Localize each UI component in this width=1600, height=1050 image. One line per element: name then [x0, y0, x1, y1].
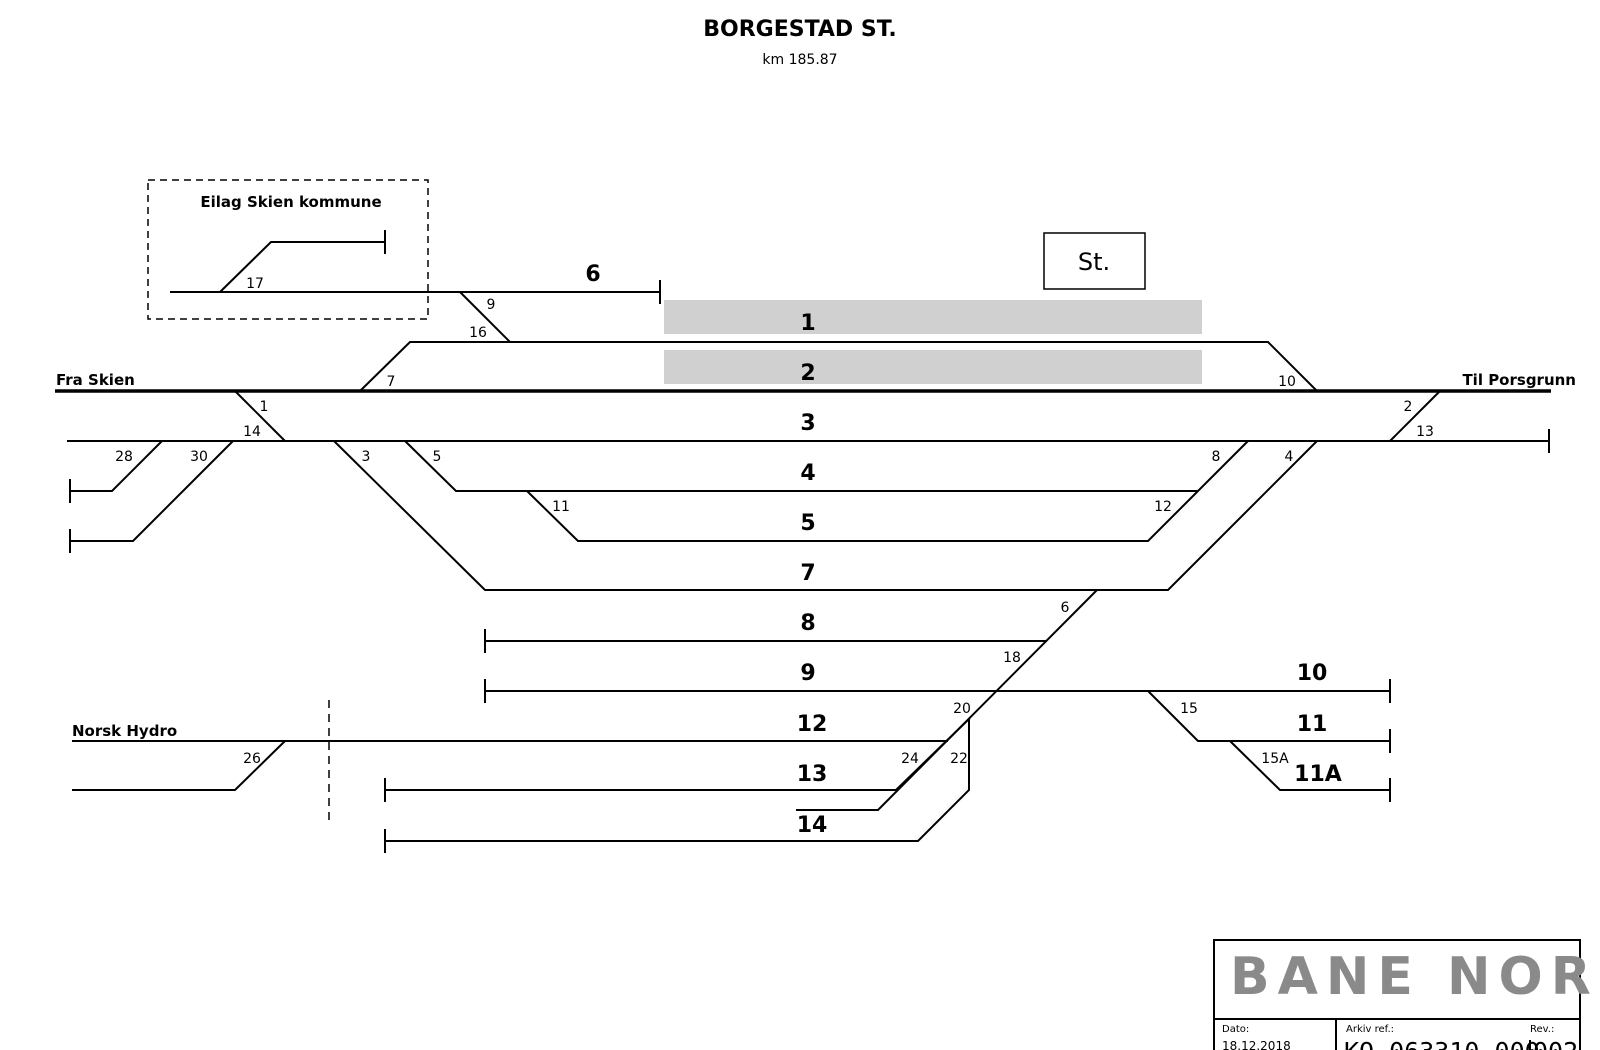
bane-nor-logo: BANE NOR [1230, 947, 1599, 1007]
track-4-line [404, 440, 1249, 492]
track-label: 4 [800, 461, 815, 486]
switch-label: 24 [901, 751, 919, 767]
switch-label: 16 [469, 325, 487, 341]
arkiv-value: KO-063310-000 [1344, 1037, 1540, 1050]
track-lines [67, 230, 1550, 853]
track-5-line [526, 490, 1199, 542]
date-label: Dato: [1222, 1024, 1249, 1035]
arkiv-label: Arkiv ref.: [1346, 1024, 1394, 1035]
label-til-porsgrunn: Til Porsgrunn [1462, 371, 1576, 389]
switch-label: 17 [246, 276, 264, 292]
station-title: BORGESTAD ST. [703, 17, 896, 42]
switch-2-13 [1389, 390, 1441, 442]
switch-label: 7 [387, 374, 396, 390]
switch-label: 14 [243, 424, 261, 440]
track-label: 7 [800, 561, 815, 586]
eilag-box [147, 179, 429, 320]
switch-label: 3 [362, 449, 371, 465]
date-value: 18.12.2018 [1222, 1039, 1291, 1050]
track-11-line [1147, 690, 1390, 742]
track-14-line [385, 718, 970, 842]
switch-label: 6 [1061, 600, 1070, 616]
switch-label: 2 [1404, 399, 1413, 415]
track-13-line [385, 717, 971, 791]
track-11a-line [1229, 740, 1390, 791]
platform-track-1 [664, 300, 1202, 334]
switch-label: 5 [433, 449, 442, 465]
switch-label: 18 [1003, 650, 1021, 666]
switch-label: 28 [115, 449, 133, 465]
track-label: 3 [800, 411, 815, 436]
track-label: 5 [800, 511, 815, 536]
switch-label: 11 [552, 499, 570, 515]
switch-label: 26 [243, 751, 261, 767]
switch-label: 9 [487, 297, 496, 313]
switch-9-16 [459, 291, 511, 343]
track-label: 1 [800, 311, 815, 336]
switch-label: 8 [1212, 449, 1221, 465]
track-label: 12 [797, 712, 828, 737]
label-norsk-hydro: Norsk Hydro [72, 722, 177, 740]
station-building-label: St. [1078, 248, 1110, 276]
diagonal-6-18-20 [796, 589, 1098, 811]
track-label: 13 [797, 762, 828, 787]
switch-label: 22 [950, 751, 968, 767]
switch-label: 20 [953, 701, 971, 717]
switch-label: 1 [260, 399, 269, 415]
track-label: 10 [1297, 661, 1328, 686]
norsk-hydro-siding [72, 740, 286, 791]
track-label: 8 [800, 611, 815, 636]
track-1-line [359, 341, 1318, 392]
eilag-siding [219, 241, 385, 293]
switch-label: 4 [1285, 449, 1294, 465]
switch-label: 12 [1154, 499, 1172, 515]
track-label: 6 [585, 262, 600, 287]
rev-value: 002 [1533, 1037, 1578, 1050]
title-block: BANE NOR Dato: 18.12.2018 Arkiv ref.: KO… [1213, 939, 1599, 1050]
label-fra-skien: Fra Skien [56, 371, 135, 389]
rev-label: Rev.: [1530, 1024, 1554, 1035]
title-block-frame [1213, 939, 1581, 1050]
switch-label: 15 [1180, 701, 1198, 717]
track-label: 9 [800, 661, 815, 686]
switch-1-14 [234, 390, 286, 442]
station-building [1043, 232, 1146, 290]
switch-label: 13 [1416, 424, 1434, 440]
track-label: 14 [797, 813, 828, 838]
station-km: km 185.87 [762, 52, 837, 68]
platform-track-2 [664, 350, 1202, 384]
track-label: 11 [1297, 712, 1328, 737]
track-7-line [333, 440, 1318, 591]
track-label: 2 [800, 361, 815, 386]
stub-28 [70, 440, 163, 492]
switch-label: 10 [1278, 374, 1296, 390]
switch-label: 30 [190, 449, 208, 465]
eilag-label: Eilag Skien kommune [200, 193, 381, 211]
track-label: 11A [1294, 762, 1342, 787]
switch-label: 15A [1261, 751, 1289, 767]
stub-30 [70, 440, 234, 542]
